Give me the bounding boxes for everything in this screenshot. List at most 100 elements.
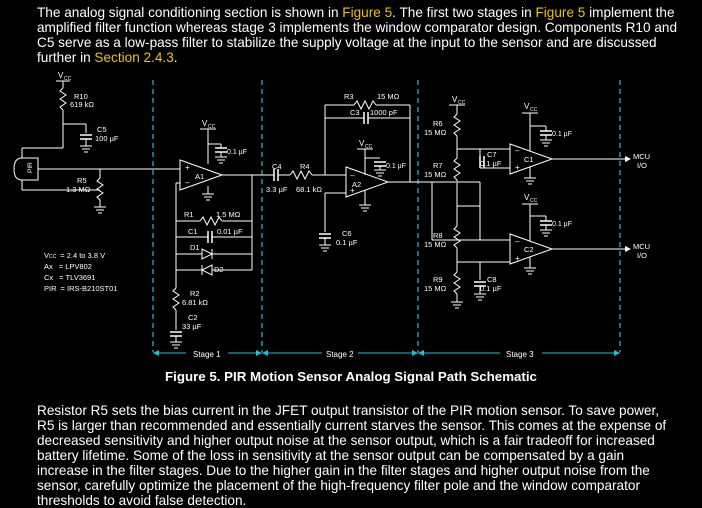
r9-value: 15 MΩ bbox=[424, 284, 447, 293]
capacitor-c3 bbox=[363, 111, 369, 125]
comparator-c2 bbox=[509, 233, 554, 265]
capacitor-c1 bbox=[207, 230, 213, 244]
c2-plus: + bbox=[515, 254, 520, 263]
vcc-sub-c1: CC bbox=[530, 107, 538, 113]
resistor-r3 bbox=[353, 99, 377, 111]
vcc-sub-label-1: CC bbox=[64, 76, 72, 82]
r6-label: R6 bbox=[433, 119, 443, 128]
vcc-sub-r6: CC bbox=[458, 100, 466, 106]
stage-1-label: Stage 1 bbox=[193, 350, 221, 359]
a1-decap-value: 0.1 µF bbox=[227, 149, 247, 156]
figure-5-link-2[interactable]: Figure 5 bbox=[535, 5, 586, 20]
c5-label: C5 bbox=[97, 125, 107, 134]
d2-label: D2 bbox=[214, 265, 224, 274]
comparator-c1-label: C1 bbox=[524, 155, 534, 164]
comparator-c1 bbox=[509, 143, 554, 175]
capacitor-c5 bbox=[79, 134, 93, 140]
resistor-r5 bbox=[96, 177, 104, 201]
vcc-label-c2: V bbox=[524, 193, 530, 202]
resistor-r10 bbox=[59, 87, 67, 111]
r8-value: 15 MΩ bbox=[424, 240, 447, 249]
resistor-r1 bbox=[199, 215, 223, 227]
figure-5-link[interactable]: Figure 5 bbox=[342, 5, 393, 20]
resistor-r9 bbox=[453, 271, 461, 295]
c3-label: C3 bbox=[350, 108, 360, 117]
c7-value: 0.1 µF bbox=[480, 159, 502, 168]
c6-value: 0.1 µF bbox=[336, 238, 358, 247]
c2-decap-value: 0.1 µF bbox=[552, 221, 572, 228]
r5-value: 1.3 MΩ bbox=[66, 185, 91, 194]
opamp-a1 bbox=[179, 159, 224, 191]
pir-sensor bbox=[13, 157, 39, 181]
r2-value: 6.81 kΩ bbox=[182, 298, 208, 307]
c8-label: C8 bbox=[487, 275, 497, 284]
c5-value: 100 µF bbox=[95, 134, 119, 143]
r6-value: 15 MΩ bbox=[424, 128, 447, 137]
vcc-sub-a2: CC bbox=[365, 144, 373, 150]
section-link[interactable]: Section 2.4.3 bbox=[94, 50, 174, 65]
c1-label: C1 bbox=[188, 227, 198, 236]
diode-d2 bbox=[200, 264, 213, 276]
intro-text-2: . The first two stages in bbox=[392, 5, 536, 20]
vcc-label-r6: V bbox=[452, 95, 458, 104]
r1-label: R1 bbox=[184, 210, 194, 219]
svg-text:Ax= LPV802: Ax= LPV802 bbox=[44, 262, 92, 271]
body-paragraph: Resistor R5 sets the bias current in the… bbox=[37, 403, 667, 508]
resistor-r7 bbox=[453, 157, 461, 181]
resistor-r4 bbox=[289, 169, 313, 181]
resistor-r6 bbox=[453, 113, 461, 137]
resistor-r8 bbox=[453, 225, 461, 249]
r10-label: R10 bbox=[74, 92, 88, 101]
c1-value: 0.01 µF bbox=[217, 227, 243, 236]
a2-label: A2 bbox=[352, 180, 361, 189]
a2-minus: – bbox=[350, 171, 355, 180]
c6-label: C6 bbox=[342, 229, 352, 238]
c4-value: 3.3 µF bbox=[266, 185, 288, 194]
c2-value: 33 µF bbox=[182, 322, 202, 331]
r5-label: R5 bbox=[77, 176, 87, 185]
r8-label: R8 bbox=[433, 231, 443, 240]
r4-value: 68.1 kΩ bbox=[296, 185, 322, 194]
r4-label: R4 bbox=[300, 162, 310, 171]
diode-d1 bbox=[201, 248, 214, 260]
vcc-label-a1: V bbox=[202, 119, 208, 128]
c1-plus: + bbox=[515, 163, 520, 172]
intro-text-1: The analog signal conditioning section i… bbox=[37, 5, 343, 20]
comparator-c2-label: C2 bbox=[524, 245, 534, 254]
c1-decap-value: 0.1 µF bbox=[552, 131, 572, 138]
c2-minus: – bbox=[515, 237, 520, 246]
intro-paragraph: The analog signal conditioning section i… bbox=[37, 5, 677, 65]
svg-text:PIR= IRS-B210ST01: PIR= IRS-B210ST01 bbox=[44, 284, 117, 293]
r7-value: 15 MΩ bbox=[424, 170, 447, 179]
stage-2-label: Stage 2 bbox=[326, 350, 354, 359]
io-label-1: I/O bbox=[637, 161, 647, 170]
c1-minus: – bbox=[515, 146, 520, 155]
c8-value: 0.1 µF bbox=[480, 284, 502, 293]
capacitor-c2 bbox=[169, 331, 183, 337]
mcu-label-1: MCU bbox=[633, 152, 650, 161]
mcu-label-2: MCU bbox=[633, 242, 650, 251]
a1-label: A1 bbox=[195, 172, 204, 181]
io-label-2: I/O bbox=[637, 251, 647, 260]
r3-value: 15 MΩ bbox=[377, 92, 400, 101]
intro-text-3: implement the amplified filter function … bbox=[37, 5, 678, 65]
component-legend: VCC= 2.4 to 3.8 V Ax= LPV802 Cx= TLV3691… bbox=[44, 251, 117, 293]
a2-decap-value: 0.1 µF bbox=[386, 163, 406, 170]
intro-text-4: . bbox=[173, 50, 178, 65]
vcc-sub-a1: CC bbox=[208, 124, 216, 130]
d1-label: D1 bbox=[190, 243, 200, 252]
figure-caption: Figure 5. PIR Motion Sensor Analog Signa… bbox=[165, 369, 537, 384]
c3-value: 1000 pF bbox=[370, 108, 398, 117]
vcc-label-1: V bbox=[58, 71, 64, 80]
opamp-a2 bbox=[345, 166, 390, 198]
r9-label: R9 bbox=[433, 275, 443, 284]
stage-3-label: Stage 3 bbox=[506, 350, 534, 359]
svg-text:Cx= TLV3691: Cx= TLV3691 bbox=[44, 273, 95, 282]
c2-label: C2 bbox=[188, 313, 198, 322]
pir-label: PIR bbox=[27, 162, 34, 173]
resistor-r2 bbox=[172, 287, 180, 311]
c4-label: C4 bbox=[272, 162, 282, 171]
r7-label: R7 bbox=[433, 161, 443, 170]
c7-label: C7 bbox=[487, 150, 497, 159]
r1-value: 1.5 MΩ bbox=[216, 210, 241, 219]
